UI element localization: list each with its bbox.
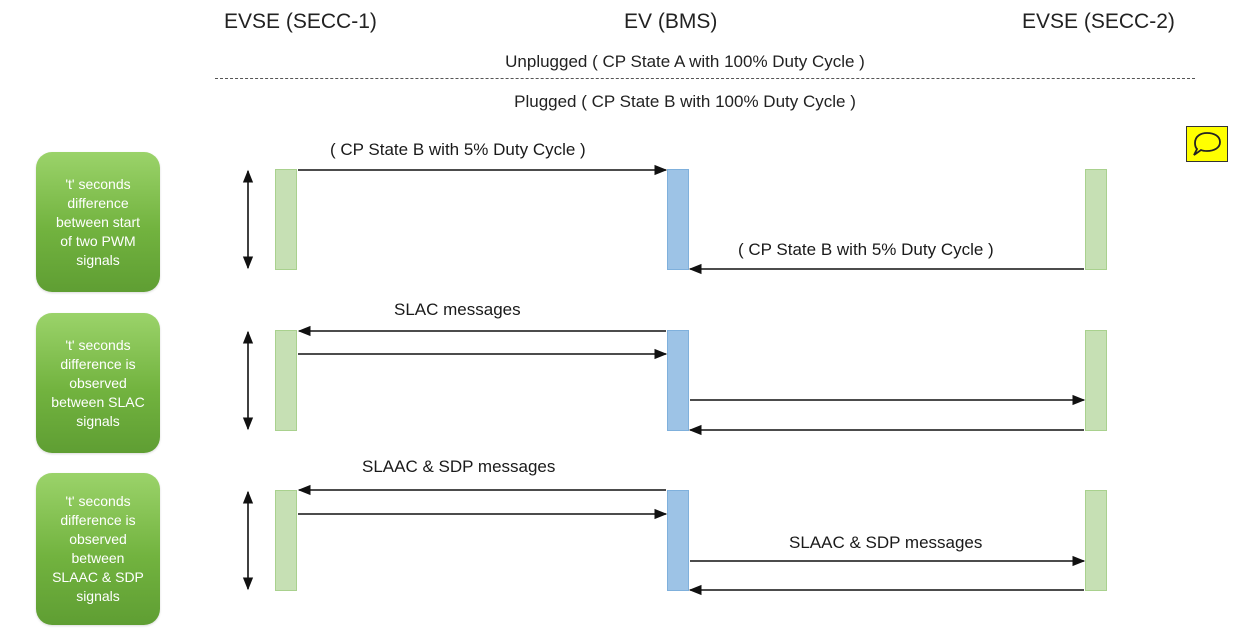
- label-cp-state-b-evse2: ( CP State B with 5% Duty Cycle ): [738, 240, 994, 259]
- note-slac-signals: 't' seconds difference is observed betwe…: [36, 313, 160, 453]
- plugged-state-label: Plugged ( CP State B with 100% Duty Cycl…: [514, 92, 856, 111]
- label-cp-state-b-evse1: ( CP State B with 5% Duty Cycle ): [330, 140, 586, 159]
- header-evse-secc-1: EVSE (SECC-1): [224, 10, 377, 33]
- evse1-activation-3: [275, 490, 297, 591]
- note-slaac-sdp-signals-text: 't' seconds difference is observed betwe…: [52, 493, 144, 604]
- evse2-activation-3: [1085, 490, 1107, 591]
- header-ev-bms: EV (BMS): [624, 10, 718, 33]
- note-pwm-signals: 't' seconds difference between start of …: [36, 152, 160, 292]
- speech-bubble-icon[interactable]: [1186, 126, 1228, 162]
- note-pwm-signals-text: 't' seconds difference between start of …: [55, 175, 141, 268]
- note-slac-signals-text: 't' seconds difference is observed betwe…: [51, 336, 145, 429]
- evse1-activation-2: [275, 330, 297, 431]
- label-slaac-sdp-evse1: SLAAC & SDP messages: [362, 457, 556, 476]
- ev-activation-3: [667, 490, 689, 591]
- unplugged-state-label: Unplugged ( CP State A with 100% Duty Cy…: [505, 52, 865, 71]
- ev-activation-2: [667, 330, 689, 431]
- label-slac-messages: SLAC messages: [394, 300, 521, 319]
- state-divider: [215, 78, 1195, 79]
- ev-activation-1: [667, 169, 689, 270]
- evse2-activation-1: [1085, 169, 1107, 270]
- header-evse-secc-2: EVSE (SECC-2): [1022, 10, 1175, 33]
- label-slaac-sdp-evse2: SLAAC & SDP messages: [789, 533, 983, 552]
- note-slaac-sdp-signals: 't' seconds difference is observed betwe…: [36, 473, 160, 625]
- evse1-activation-1: [275, 169, 297, 270]
- evse2-activation-2: [1085, 330, 1107, 431]
